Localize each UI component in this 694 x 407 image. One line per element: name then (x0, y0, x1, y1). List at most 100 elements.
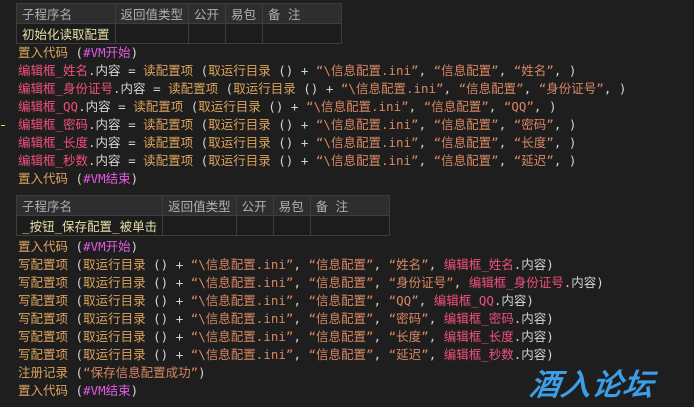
punct-token: .内容 = (88, 63, 144, 78)
command-token: 取运行目录 (83, 311, 146, 326)
col-remark: 备 注 (309, 195, 390, 216)
punct-token: ( (68, 329, 84, 344)
punct-token: , (293, 257, 309, 272)
sub1-public[interactable] (188, 23, 227, 44)
code-line[interactable]: 写配置项 (取运行目录 () + “\信息配置.ini”, “信息配置”, “密… (18, 310, 604, 328)
punct-token: () + (270, 135, 316, 150)
string-token: “\信息配置.ini” (190, 293, 294, 308)
col-sub-name: 子程序名 (15, 195, 164, 216)
punct-token: ) (198, 365, 206, 380)
string-token: “信息配置” (308, 311, 374, 326)
sub2-remark[interactable] (309, 215, 390, 236)
punct-token: ( (193, 153, 209, 168)
sub1-remark[interactable] (262, 23, 343, 44)
code-line[interactable]: 写配置项 (取运行目录 () + “\信息配置.ini”, “信息配置”, “身… (18, 274, 604, 292)
code-line[interactable]: 编辑框_姓名.内容 = 读配置项 (取运行目录 () + “\信息配置.ini”… (18, 62, 626, 80)
command-token: 取运行目录 (208, 63, 271, 78)
command-token: 取运行目录 (83, 275, 146, 290)
code-line[interactable]: 置入代码 (#VM开始) (18, 238, 604, 256)
punct-token: , (488, 99, 504, 114)
code-line[interactable]: 编辑框_QQ.内容 = 读配置项 (取运行目录 () + “\信息配置.ini”… (18, 98, 626, 116)
code-line[interactable]: 置入代码 (#VM开始) (18, 44, 626, 62)
code-line[interactable]: 编辑框_长度.内容 = 读配置项 (取运行目录 () + “\信息配置.ini”… (18, 134, 626, 152)
command-token: 读配置项 (143, 153, 194, 168)
punct-token: , (293, 329, 309, 344)
code-line[interactable]: 编辑框_密码.内容 = 读配置项 (取运行目录 () + “\信息配置.ini”… (18, 116, 626, 134)
code-line[interactable]: 置入代码 (#VM结束) (18, 382, 604, 400)
code-line[interactable]: 写配置项 (取运行目录 () + “\信息配置.ini”, “信息配置”, “长… (18, 328, 604, 346)
punct-token: ( (193, 117, 209, 132)
string-token: “\信息配置.ini” (190, 275, 294, 290)
code-line[interactable]: 注册记录 (“保存信息配置成功”) (18, 364, 604, 382)
punct-token: () + (145, 311, 191, 326)
string-token: “\信息配置.ini” (190, 311, 294, 326)
punct-token: .内容 = (78, 99, 134, 114)
code-line[interactable]: 写配置项 (取运行目录 () + “\信息配置.ini”, “信息配置”, “延… (18, 346, 604, 364)
punct-token: ( (68, 383, 84, 398)
command-token: 取运行目录 (208, 153, 271, 168)
sub1-code[interactable]: 置入代码 (#VM开始)编辑框_姓名.内容 = 读配置项 (取运行目录 () +… (18, 44, 626, 188)
punct-token: , (498, 153, 514, 168)
punct-token: ( (68, 311, 84, 326)
string-token: “信息配置” (308, 347, 374, 362)
command-token: 读配置项 (143, 117, 194, 132)
string-token: “QQ” (388, 293, 419, 308)
sub2-easy-pkg[interactable] (272, 215, 311, 236)
punct-token: , (498, 135, 514, 150)
string-token: “\信息配置.ini” (315, 63, 419, 78)
punct-token: .内容) (513, 329, 554, 344)
command-token: 读配置项 (133, 99, 184, 114)
punct-token: , (418, 117, 434, 132)
sub2-public[interactable] (235, 215, 274, 236)
code-line[interactable]: 写配置项 (取运行目录 () + “\信息配置.ini”, “信息配置”, “姓… (18, 256, 604, 274)
col-remark: 备 注 (262, 3, 343, 24)
punct-token: .内容) (513, 347, 554, 362)
string-token: “姓名” (513, 63, 554, 78)
punct-token: , (373, 293, 389, 308)
string-token: “信息配置” (308, 293, 374, 308)
punct-token: , ) (553, 63, 577, 78)
sub2-header-table: 子程序名 返回值类型 公开 易包 备 注 _按钮_保存配置_被单击 (15, 195, 390, 236)
punct-token: ( (68, 275, 84, 290)
string-token: “\信息配置.ini” (190, 257, 294, 272)
command-token: 读配置项 (143, 135, 194, 150)
command-token: 取运行目录 (83, 293, 146, 308)
command-token: 读配置项 (143, 63, 194, 78)
code-line[interactable]: 编辑框_秒数.内容 = 读配置项 (取运行目录 () + “\信息配置.ini”… (18, 152, 626, 170)
punct-token: ( (183, 99, 199, 114)
string-token: “延迟” (513, 153, 554, 168)
col-return-type: 返回值类型 (114, 3, 190, 24)
editbox-token: 编辑框_长度 (18, 135, 89, 150)
code-line[interactable]: 写配置项 (取运行目录 () + “\信息配置.ini”, “信息配置”, “Q… (18, 292, 604, 310)
punct-token: ( (68, 293, 84, 308)
command-token: 写配置项 (18, 311, 69, 326)
punct-token: , ) (553, 135, 577, 150)
sub2-name[interactable]: _按钮_保存配置_被单击 (15, 215, 164, 236)
sub1-easy-pkg[interactable] (225, 23, 264, 44)
sub2-code[interactable]: 置入代码 (#VM开始)写配置项 (取运行目录 () + “\信息配置.ini”… (18, 238, 604, 400)
sub2-return-type[interactable] (162, 215, 237, 236)
sub1-return-type[interactable] (114, 23, 190, 44)
sub1-name[interactable]: 初始化读取配置 (16, 23, 116, 44)
string-token: “延迟” (388, 347, 429, 362)
punct-token: ( (193, 63, 209, 78)
command-token: 置入代码 (18, 239, 69, 254)
string-token: “\信息配置.ini” (315, 135, 419, 150)
punct-token: , ) (603, 81, 627, 96)
code-line[interactable]: 编辑框_身份证号.内容 = 读配置项 (取运行目录 () + “\信息配置.in… (18, 80, 626, 98)
punct-token: , (418, 153, 434, 168)
punct-token: () + (295, 81, 341, 96)
string-token: “\信息配置.ini” (315, 117, 419, 132)
string-token: “长度” (388, 329, 429, 344)
punct-token: , (523, 81, 539, 96)
punct-token: , (293, 311, 309, 326)
string-token: “信息配置” (433, 135, 499, 150)
command-token: 写配置项 (18, 275, 69, 290)
code-line[interactable]: 置入代码 (#VM结束) (18, 170, 626, 188)
punct-token: .内容) (513, 257, 554, 272)
punct-token: , (373, 257, 389, 272)
string-token: “长度” (513, 135, 554, 150)
watermark-logo: 酒入论坛 (527, 368, 657, 403)
string-token: “信息配置” (458, 81, 524, 96)
punct-token: , (418, 135, 434, 150)
